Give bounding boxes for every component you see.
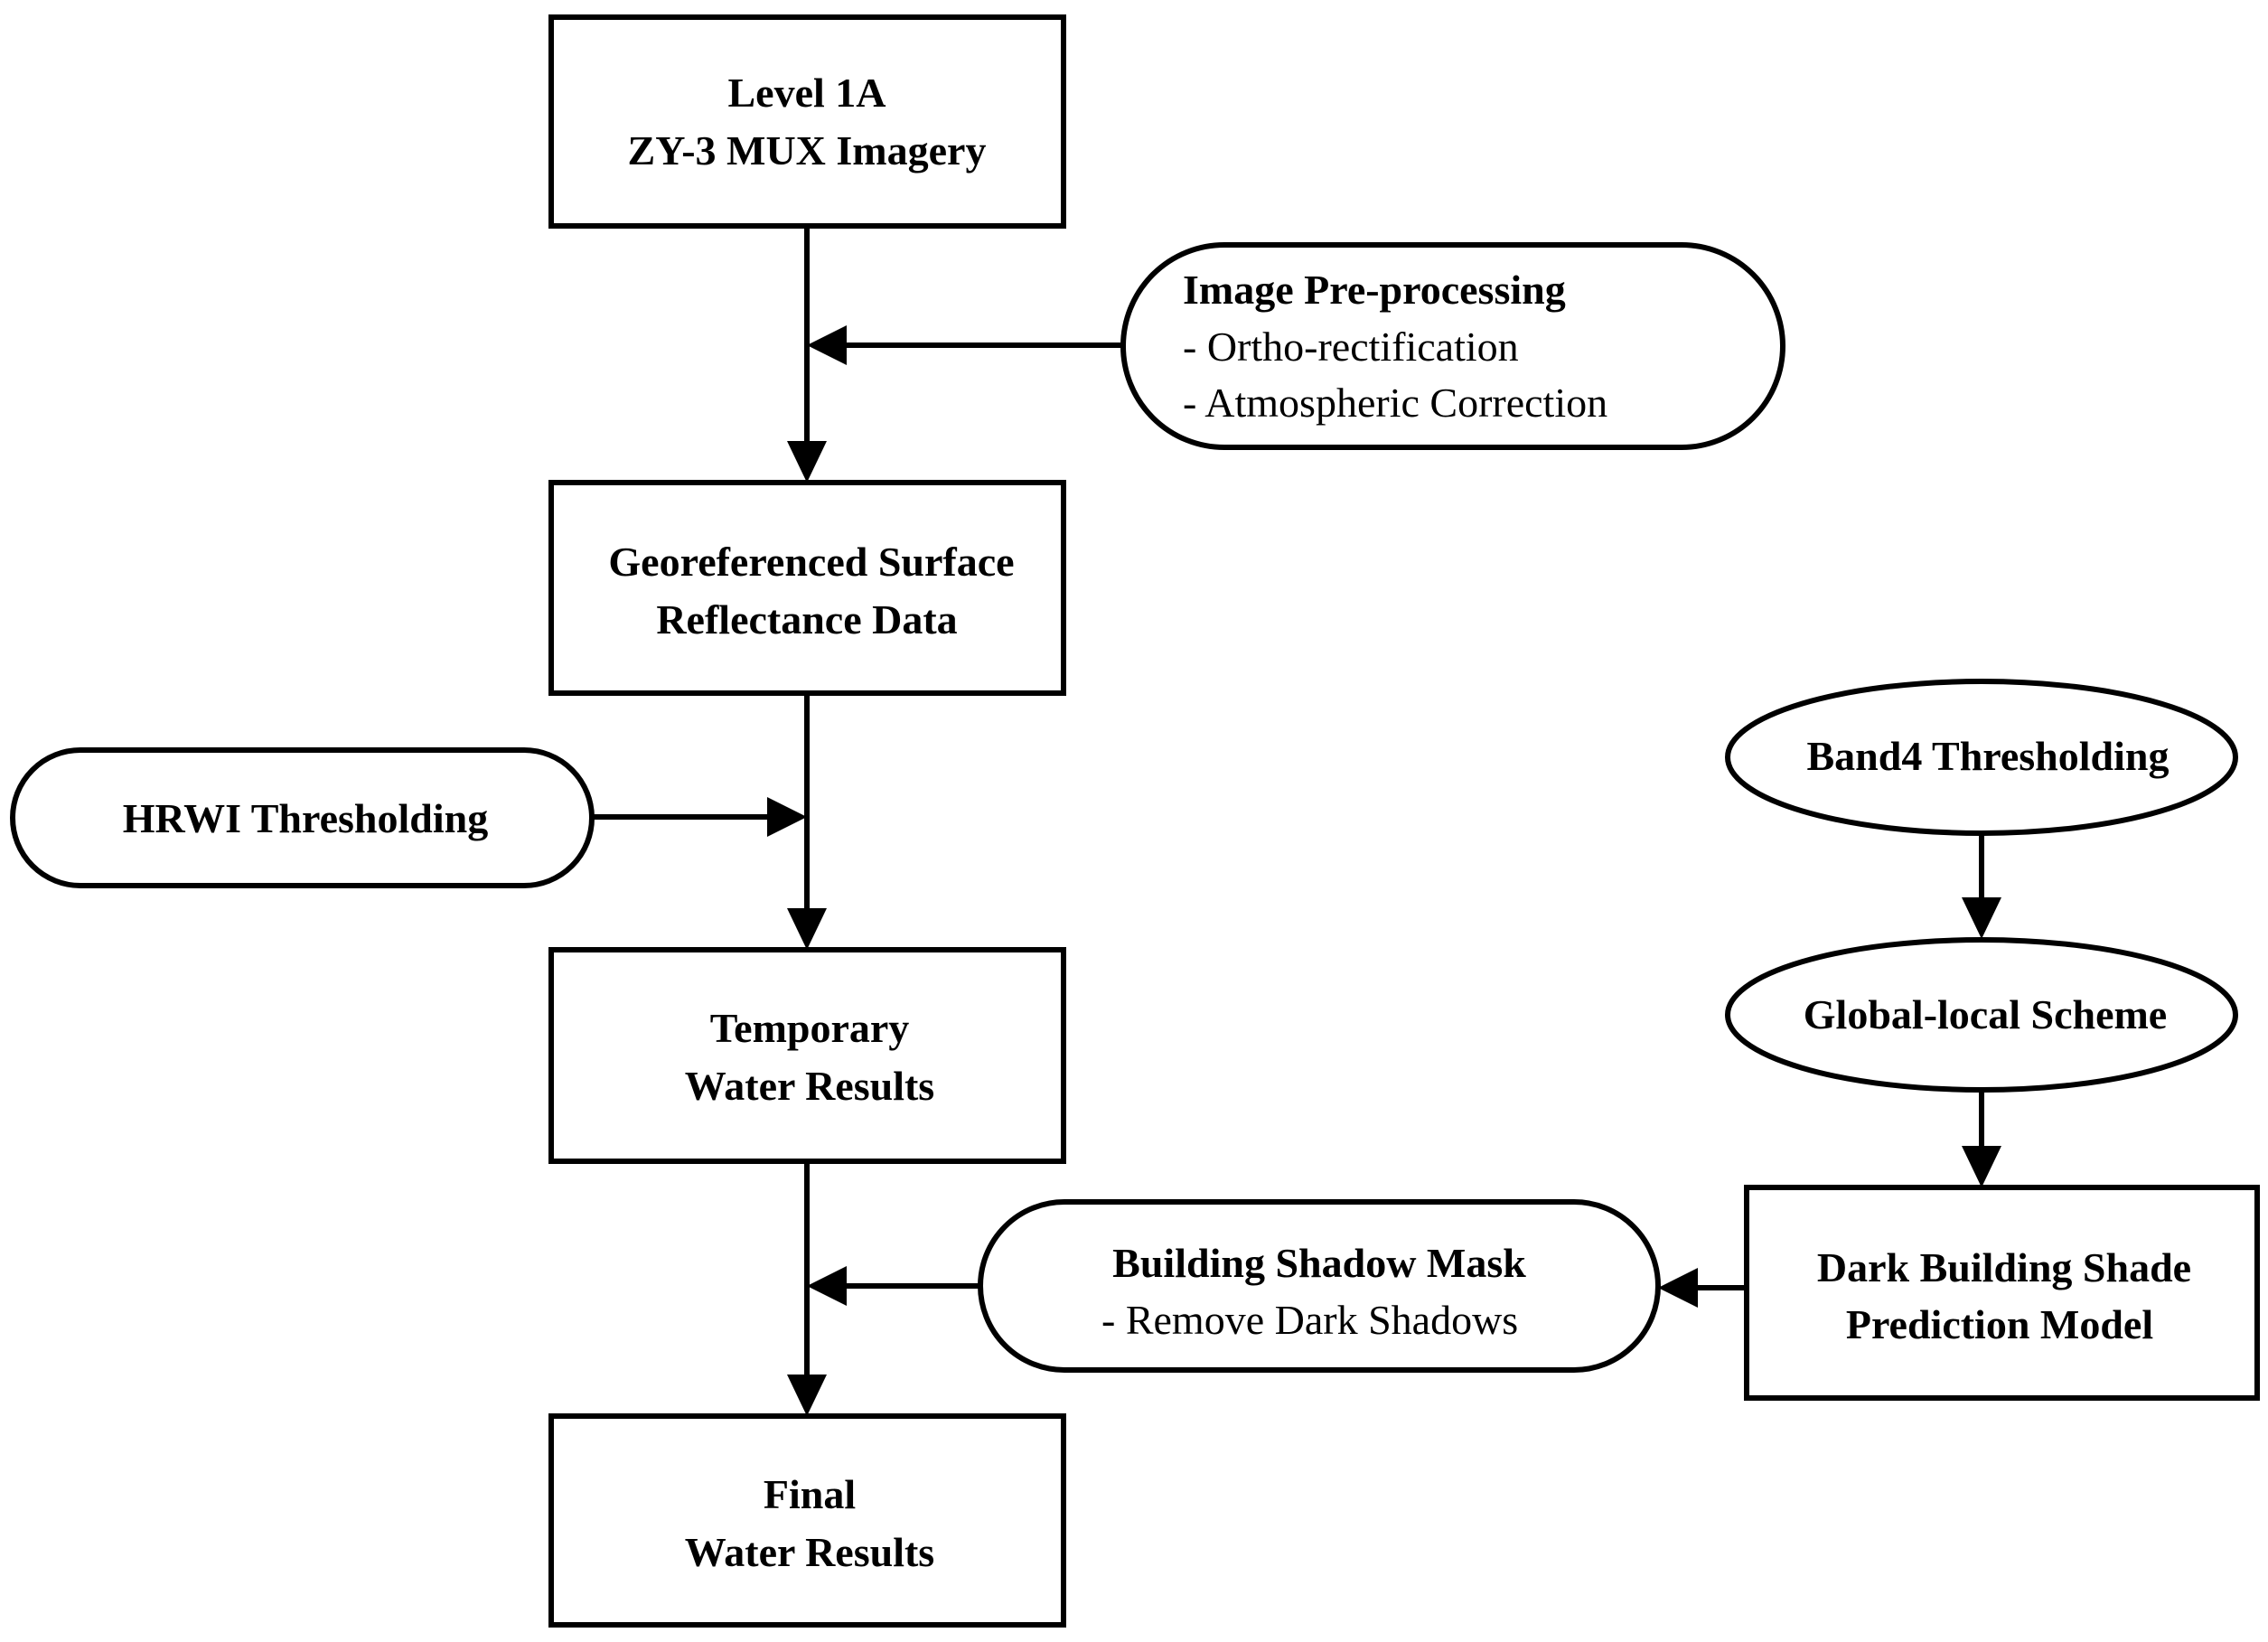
arrowhead-temporary (787, 908, 827, 950)
arrowhead-preprocessing (807, 325, 847, 365)
arrowhead-global (1962, 897, 2001, 939)
georef-line1: Georeferenced Surface (608, 539, 1014, 585)
arrowhead-shadowmask-main (807, 1266, 847, 1306)
arrowhead-final (787, 1375, 827, 1416)
connectors (592, 226, 2001, 1416)
shadow-mask-item: - Remove Dark Shadows (1101, 1297, 1518, 1343)
arrowhead-dark (1962, 1146, 2001, 1187)
shadow-mask-terminal: Building Shadow Mask - Remove Dark Shado… (978, 1199, 1661, 1373)
georef-box: Georeferenced Surface Reflectance Data (548, 480, 1066, 696)
arrowhead-hrwi (767, 797, 807, 837)
final-line2: Water Results (685, 1529, 934, 1575)
hrwi-label: HRWI Thresholding (123, 795, 488, 841)
hrwi-terminal: HRWI Thresholding (10, 747, 595, 888)
dark-building-line1: Dark Building Shade (1817, 1244, 2191, 1290)
shadow-mask-title: Building Shadow Mask (1112, 1240, 1526, 1286)
dark-building-line2: Prediction Model (1846, 1301, 2153, 1347)
arrowhead-shadowmask (1658, 1268, 1698, 1308)
band4-ellipse: Band4 Thresholding (1725, 679, 2238, 836)
global-local-ellipse: Global-local Scheme (1725, 937, 2238, 1093)
temporary-box: Temporary Water Results (548, 947, 1066, 1164)
level1a-box: Level 1A ZY-3 MUX Imagery (548, 14, 1066, 229)
level1a-line1: Level 1A (727, 70, 886, 116)
georef-line2: Reflectance Data (656, 596, 957, 643)
preprocessing-title: Image Pre-processing (1183, 267, 1566, 313)
dark-building-box: Dark Building Shade Prediction Model (1744, 1185, 2260, 1401)
band4-label: Band4 Thresholding (1807, 733, 2170, 779)
level1a-line2: ZY-3 MUX Imagery (628, 127, 987, 174)
temporary-line1: Temporary (710, 1005, 910, 1051)
final-line1: Final (764, 1471, 856, 1517)
preprocessing-terminal: Image Pre-processing - Ortho-rectificati… (1120, 242, 1785, 450)
final-box: Final Water Results (548, 1413, 1066, 1628)
global-local-label: Global-local Scheme (1804, 991, 2167, 1037)
temporary-line2: Water Results (685, 1063, 934, 1109)
arrowhead-georef (787, 441, 827, 483)
preprocessing-item-ortho: - Ortho-rectification (1183, 324, 1519, 370)
preprocessing-item-atmospheric: - Atmospheric Correction (1183, 380, 1607, 426)
